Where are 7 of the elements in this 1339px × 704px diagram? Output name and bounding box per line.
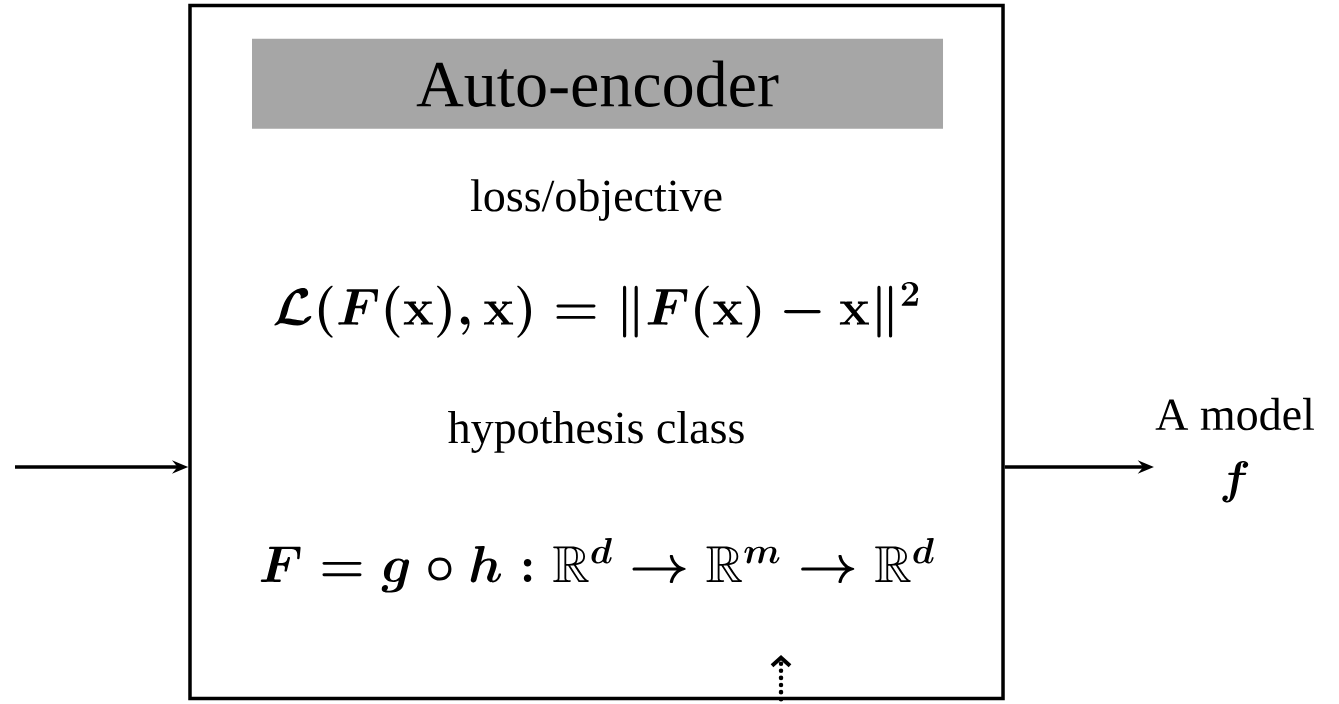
- section-heading: loss/objective: [470, 179, 722, 221]
- formula: $\mathcal{L}(F(\mathbf{x}),\mathbf{x}) = \|F(\mathbf{x})-\mathbf{x}\|^2$: [274, 281, 919, 338]
- formula: $F = g\circ h : \mathbb{R}^d \to \mathbb{R}^m \to \mathbb{R}^d$: [260, 537, 934, 593]
- dotted-arrow: [770, 655, 792, 702]
- title-band: Auto-encoder: [252, 38, 943, 129]
- output-label: A model $f$: [1155, 397, 1314, 503]
- section-heading: hypothesis class: [448, 411, 744, 453]
